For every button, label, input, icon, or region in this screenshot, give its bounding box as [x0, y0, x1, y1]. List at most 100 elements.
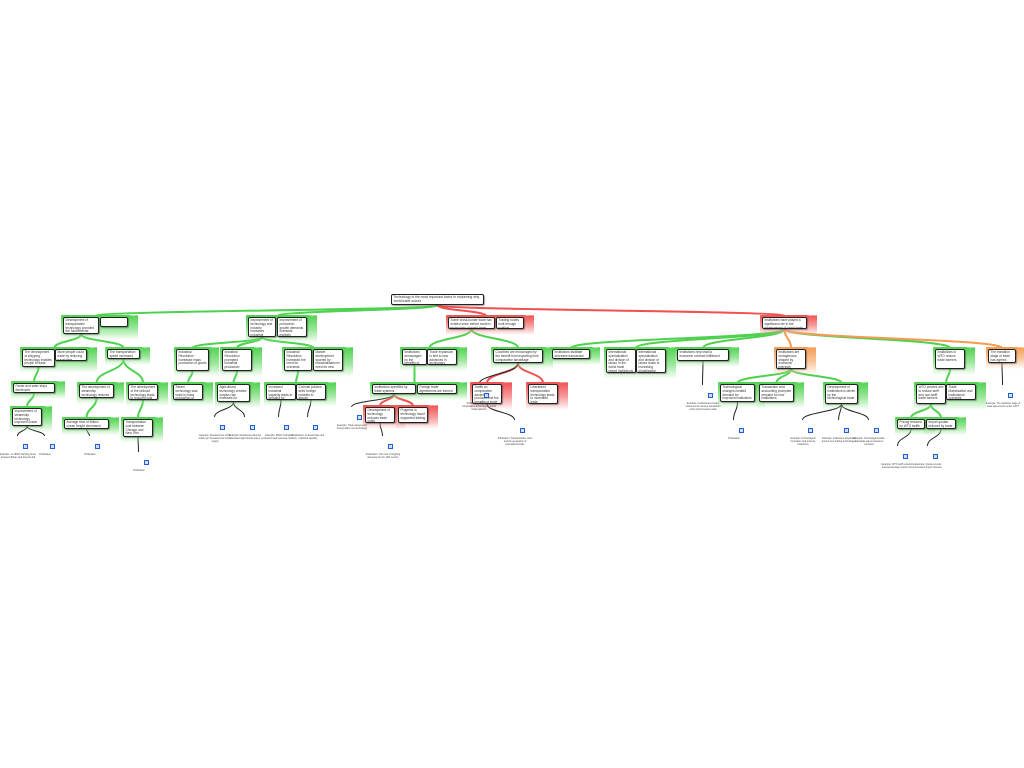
- support-claim[interactable]: Industrial Revolution increased mass pro…: [176, 349, 209, 371]
- evidence-item[interactable]: Publication: The cost of shipping decrea…: [366, 436, 401, 460]
- objection-claim[interactable]: Some cross-border trade has existed sinc…: [448, 317, 495, 329]
- tab-label: Objection: [524, 315, 533, 317]
- evidence-item[interactable]: Publication: [84, 436, 108, 457]
- evidence-item[interactable]: Publication: Colonial trade and industri…: [292, 417, 326, 441]
- support-claim[interactable]: Foreign trade agreements are formed beca…: [417, 384, 457, 394]
- evidence-item[interactable]: Example: In 1800s shipping times between…: [0, 436, 36, 460]
- support-claim[interactable]: Colonial policies seek foreign markets t…: [296, 384, 326, 400]
- support-claim[interactable]: Improvement of steamship technology impr…: [12, 408, 42, 426]
- evidence-caption: Publication: [728, 437, 740, 440]
- support-claim[interactable]: Faster and safer ships developed: [13, 383, 55, 393]
- support-claim[interactable]: Trade expansion is tied to new advances …: [427, 349, 457, 365]
- support-claim[interactable]: Institutions facilitate decrease transac…: [552, 349, 590, 359]
- support-claim[interactable]: International specialization and divisio…: [606, 349, 636, 373]
- evidence-item[interactable]: Example: Trade agreements formed after n…: [337, 407, 370, 431]
- support-claim[interactable]: International specialization and divisio…: [636, 349, 666, 373]
- evidence-item[interactable]: Example: Institutional contract enforcem…: [686, 385, 721, 412]
- publication-icon[interactable]: [144, 460, 149, 465]
- evidence-item[interactable]: Publication: The role of comparative adv…: [462, 385, 497, 412]
- support-claim[interactable]: Development of transportation technology…: [63, 317, 99, 334]
- support-claim[interactable]: The development of shipping technology e…: [22, 349, 55, 367]
- support-claim[interactable]: The development of steamship technology …: [79, 384, 114, 398]
- publication-icon[interactable]: [484, 393, 489, 398]
- support-claim[interactable]: Industrial Revolution increased the need…: [284, 349, 312, 371]
- support-claim[interactable]: Import quotas reduced by trade policies: [926, 419, 956, 429]
- example-icon[interactable]: [808, 428, 813, 433]
- example-icon[interactable]: [844, 428, 849, 433]
- example-icon[interactable]: [1008, 393, 1013, 398]
- evidence-caption: Example: British industrial production a…: [261, 434, 297, 440]
- example-icon[interactable]: [220, 425, 225, 430]
- tab-label: Objection: [502, 382, 511, 384]
- example-icon[interactable]: [874, 428, 879, 433]
- tab-label: Support: [327, 382, 335, 384]
- example-icon[interactable]: [250, 425, 255, 430]
- support-claim[interactable]: The transportation speed increased: [107, 349, 140, 359]
- tab-label: Objection: [807, 315, 816, 317]
- support-claim[interactable]: [100, 317, 128, 327]
- objection-claim[interactable]: Trading routes built through political a…: [496, 317, 524, 329]
- support-claim[interactable]: Technological changes created demand for…: [720, 384, 755, 402]
- publication-icon[interactable]: [313, 425, 318, 430]
- evidence-caption: Publication: [133, 469, 145, 472]
- evidence-item[interactable]: Example: British industrial production a…: [261, 417, 297, 441]
- evidence-item[interactable]: Publication: [39, 436, 63, 457]
- publication-icon[interactable]: [50, 444, 55, 449]
- example-icon[interactable]: [903, 454, 908, 459]
- example-icon[interactable]: [708, 393, 713, 398]
- publication-icon[interactable]: [739, 428, 744, 433]
- example-icon[interactable]: [357, 415, 362, 420]
- support-claim[interactable]: Institutions in WTO reduce trade barrier…: [935, 349, 965, 369]
- evidence-item[interactable]: Example: Technological trade standards a…: [853, 420, 887, 447]
- support-claim[interactable]: Institutions help lead to economic contr…: [677, 349, 729, 361]
- objection-claim[interactable]: Institutions have played a significant r…: [762, 317, 807, 329]
- example-icon[interactable]: [23, 444, 28, 449]
- evidence-item[interactable]: Example: Quota removal increased import …: [914, 446, 946, 470]
- evidence-item[interactable]: Example: WTO tariff reductions lowered a…: [881, 446, 916, 470]
- evidence-item[interactable]: Publication: [133, 452, 157, 473]
- publication-icon[interactable]: [388, 444, 393, 449]
- support-claim[interactable]: Improvement of production growth demands…: [277, 317, 307, 337]
- evidence-item[interactable]: Example: Mechanised farming increased ag…: [229, 417, 263, 441]
- support-claim[interactable]: Market development spurred by industrial…: [313, 349, 343, 371]
- objection-claim[interactable]: Development of technology reduces trade …: [365, 407, 395, 423]
- support-claim[interactable]: Improvement of technology and industry i…: [248, 317, 276, 337]
- rebuttal-claim[interactable]: The transition stage of trade has agreed: [988, 349, 1016, 363]
- evidence-item[interactable]: Publication: Transportation costs and th…: [498, 420, 533, 447]
- evidence-caption: Example: Mechanised farming increased ag…: [228, 434, 262, 440]
- publication-icon[interactable]: [520, 428, 525, 433]
- support-claim[interactable]: Development of institutions is driven by…: [825, 384, 858, 404]
- support-claim[interactable]: Average time of British ocean freight de…: [64, 419, 109, 429]
- evidence-item[interactable]: Example: Institutions developed around n…: [822, 420, 857, 444]
- support-claim[interactable]: Countries are encouraged by the benefit …: [493, 349, 543, 363]
- support-claim[interactable]: The development of the railroad technolo…: [128, 384, 158, 400]
- example-icon[interactable]: [284, 425, 289, 430]
- support-claim[interactable]: More people could trade by reducing trav…: [55, 349, 87, 361]
- evidence-caption: Publication: The cost of shipping decrea…: [365, 453, 401, 459]
- evidence-item[interactable]: Example: The transition stage of trade a…: [986, 385, 1021, 409]
- publication-icon[interactable]: [95, 444, 100, 449]
- tab-label: Support: [253, 347, 261, 349]
- tab-label: Support: [458, 347, 466, 349]
- support-claim[interactable]: Institutions encouraged by the benefits …: [402, 349, 427, 365]
- support-claim[interactable]: WTO policies aim to reduce tariff and no…: [916, 384, 946, 404]
- objection-claim[interactable]: Progress in technology hasn't supported …: [398, 407, 428, 423]
- evidence-item[interactable]: Example: Technological innovation and pr…: [790, 420, 821, 447]
- tab-label: Support: [957, 417, 965, 419]
- evidence-item[interactable]: Example: Development of the cotton gin i…: [198, 417, 233, 444]
- rebuttal-claim[interactable]: Institutions are endogenous; shaped by e…: [776, 349, 806, 369]
- connector-support: [276, 304, 439, 317]
- example-icon[interactable]: [933, 454, 938, 459]
- support-claim[interactable]: Transaction cost accounting prompted dem…: [759, 384, 794, 402]
- support-claim[interactable]: Institutions specified by trade systems: [372, 384, 416, 394]
- support-claim[interactable]: Trade liberalization and institutional o…: [946, 384, 976, 400]
- support-claim[interactable]: Increased industrial capacity leads to d…: [266, 384, 296, 400]
- support-claim[interactable]: Pricing reduced by WTO tariffs: [897, 419, 925, 429]
- support-claim[interactable]: Agricultural technology created surplus …: [217, 384, 250, 402]
- support-claim[interactable]: Steam technology was used in mass produc…: [173, 384, 203, 400]
- main-contention[interactable]: Technology is the most important factor …: [391, 294, 484, 305]
- evidence-item[interactable]: Publication: [728, 420, 752, 441]
- objection-claim[interactable]: Liberalized transportation technology le…: [528, 384, 558, 404]
- support-claim[interactable]: Industrial Revolution prompted industria…: [222, 349, 252, 371]
- support-claim[interactable]: Transportation cost between Chicago and …: [123, 419, 153, 437]
